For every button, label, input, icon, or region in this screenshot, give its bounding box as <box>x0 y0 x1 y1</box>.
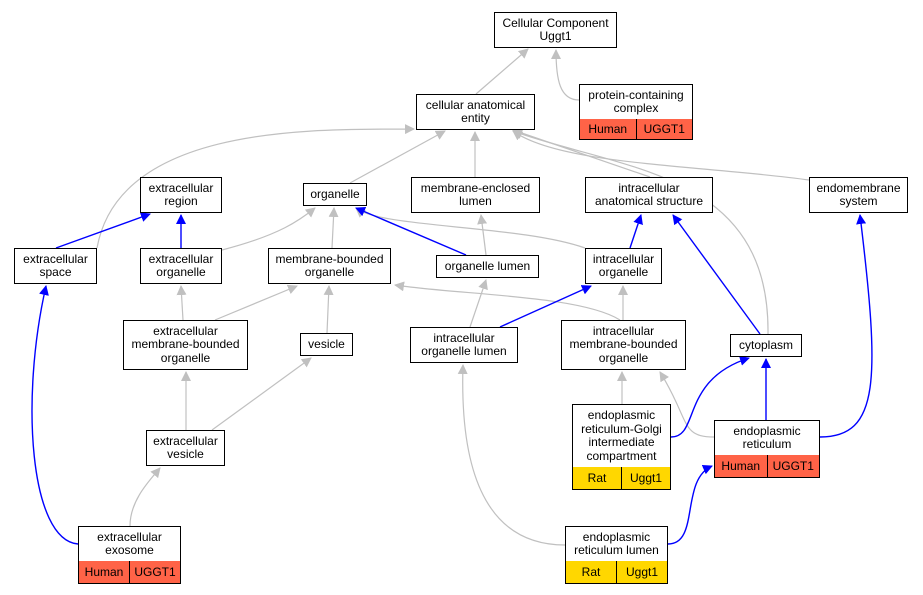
edge-exo-to-es <box>31 285 79 545</box>
edge-iol-to-io <box>499 285 592 328</box>
node-intracellular-anatomical-structure[interactable]: intracellular anatomical structure <box>585 177 713 213</box>
node-cellular-component[interactable]: Cellular Component Uggt1 <box>494 12 617 48</box>
edge-er-to-cae <box>96 124 415 249</box>
node-endomembrane-system[interactable]: endomembrane system <box>809 177 908 213</box>
species-tag: Rat <box>566 561 616 583</box>
edge-ol-to-org <box>355 206 467 256</box>
node-organelle-lumen[interactable]: organelle lumen <box>436 255 539 278</box>
node-extracellular-organelle[interactable]: extracellular organelle <box>140 248 222 284</box>
node-organelle[interactable]: organelle <box>303 183 367 206</box>
edge-ev-to-ves <box>211 357 312 431</box>
gene-tag: UGGT1 <box>635 119 692 139</box>
node-cellular-anatomical-entity[interactable]: cellular anatomical entity <box>416 94 535 130</box>
node-extracellular-region[interactable]: extracellular region <box>140 177 222 213</box>
gene-tag: UGGT1 <box>129 561 180 583</box>
annotation-endoplasmic-reticulum: Human UGGT1 <box>714 455 820 478</box>
annotation-er-golgi-intermediate-compartment: Rat Uggt1 <box>572 467 671 490</box>
node-membrane-enclosed-lumen[interactable]: membrane-enclosed lumen <box>411 177 540 213</box>
edge-ergic-to-cyto <box>670 355 750 438</box>
edge-io-to-ias <box>629 214 643 249</box>
annotation-endoplasmic-reticulum-lumen: Rat Uggt1 <box>565 561 668 584</box>
species-tag: Human <box>715 455 767 477</box>
edge-erl-to-iol <box>457 364 566 546</box>
node-intracellular-organelle-lumen[interactable]: intracellular organelle lumen <box>410 327 518 363</box>
edge-cae-to-cc <box>475 48 529 95</box>
edge-erl-to-endo <box>667 465 713 545</box>
edge-embo-to-mbo <box>214 284 298 321</box>
gene-tag: UGGT1 <box>766 455 819 477</box>
edge-imbo-to-mbo <box>394 281 621 321</box>
node-cytoplasm[interactable]: cytoplasm <box>730 334 802 357</box>
edge-ves-to-mbo <box>323 285 334 334</box>
gene-tag: Uggt1 <box>616 561 667 583</box>
node-intracellular-organelle[interactable]: intracellular organelle <box>585 248 662 284</box>
edge-ems-to-cae <box>512 130 810 181</box>
node-extracellular-exosome[interactable]: extracellular exosome <box>78 526 181 562</box>
node-er-golgi-intermediate-compartment[interactable]: endoplasmic reticulum-Golgi intermediate… <box>572 404 671 468</box>
edge-mbo-to-org <box>328 207 339 249</box>
node-extracellular-vesicle[interactable]: extracellular vesicle <box>146 430 225 466</box>
node-endoplasmic-reticulum[interactable]: endoplasmic reticulum <box>714 420 820 456</box>
node-extracellular-space[interactable]: extracellular space <box>14 248 97 284</box>
annotation-protein-containing-complex: Human UGGT1 <box>579 119 693 140</box>
edge-iol-to-ol <box>469 279 488 328</box>
edge-exo-to-ev <box>129 467 161 527</box>
node-extracellular-membrane-bounded-organelle[interactable]: extracellular membrane-bounded organelle <box>123 320 248 370</box>
edge-embo-to-eo <box>176 285 187 321</box>
edge-endo-to-ems <box>819 214 873 438</box>
edge-ias-to-cae <box>512 128 651 178</box>
node-intracellular-membrane-bounded-organelle[interactable]: intracellular membrane-bounded organelle <box>561 320 686 370</box>
node-protein-containing-complex[interactable]: protein-containing complex <box>579 84 693 120</box>
edge-pcc-to-cc <box>551 49 580 101</box>
edge-ol-to-mel <box>477 214 488 256</box>
species-tag: Human <box>580 119 636 139</box>
edge-eo-to-org <box>221 207 316 251</box>
node-vesicle[interactable]: vesicle <box>300 333 353 356</box>
edge-org-to-cae <box>349 130 446 184</box>
edge-cyto-to-ias <box>672 214 761 335</box>
node-endoplasmic-reticulum-lumen[interactable]: endoplasmic reticulum lumen <box>565 526 668 562</box>
gene-tag: Uggt1 <box>621 467 670 489</box>
species-tag: Human <box>79 561 129 583</box>
edge-es-to-er <box>55 212 151 249</box>
species-tag: Rat <box>573 467 621 489</box>
node-membrane-bounded-organelle[interactable]: membrane-bounded organelle <box>268 248 391 284</box>
edge-endo-to-imbo <box>659 371 715 438</box>
edge-io-to-org <box>355 207 586 249</box>
annotation-extracellular-exosome: Human UGGT1 <box>78 561 181 584</box>
